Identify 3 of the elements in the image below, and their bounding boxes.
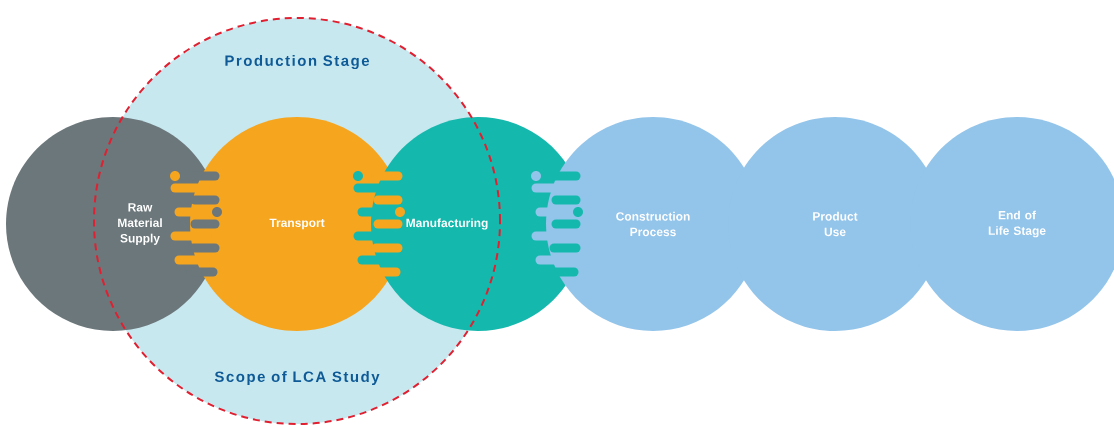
node-label: End of Life Stage — [988, 210, 1046, 238]
node-label: Construction Process — [616, 211, 690, 237]
node-label: Product Use — [813, 211, 858, 237]
